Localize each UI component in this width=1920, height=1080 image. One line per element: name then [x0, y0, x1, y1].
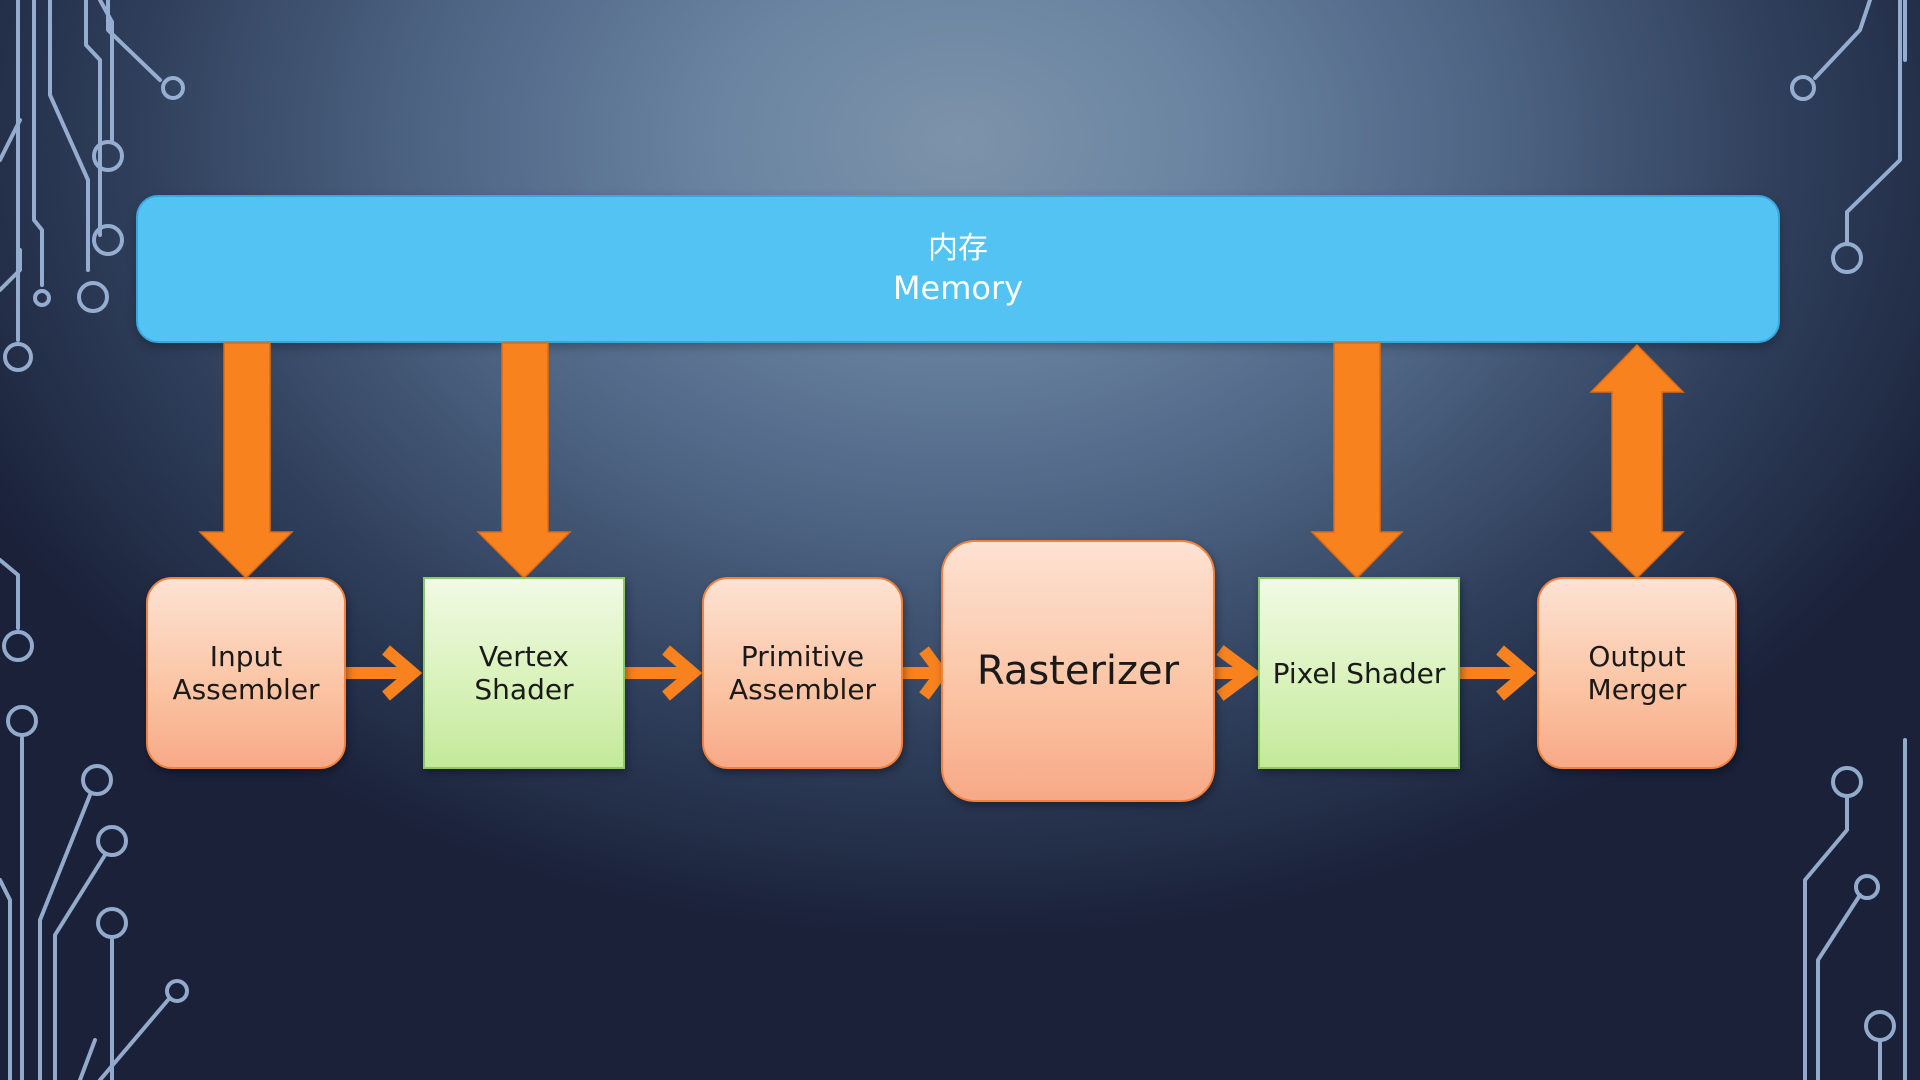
arrow-pixel-to-output	[1460, 645, 1537, 701]
stage-primitive-assembler: Primitive Assembler	[702, 577, 903, 769]
memory-label-cn: 内存	[928, 231, 988, 266]
stage-label: Output Merger	[1587, 640, 1687, 706]
arrow-vertex-to-primitive	[625, 645, 703, 701]
arrow-rasterizer-to-pixel	[1215, 645, 1262, 701]
stage-pixel-shader: Pixel Shader	[1258, 577, 1460, 769]
stage-vertex-shader: Vertex Shader	[423, 577, 625, 769]
stage-label: Input Assembler	[172, 640, 320, 706]
arrow-memory-to-vertex-shader	[476, 342, 572, 580]
stage-label: Pixel Shader	[1272, 656, 1446, 690]
stage-label: Rasterizer	[976, 648, 1180, 694]
stage-output-merger: Output Merger	[1537, 577, 1737, 769]
arrow-input-to-vertex	[345, 645, 423, 701]
memory-label-en: Memory	[892, 269, 1024, 307]
stage-rasterizer: Rasterizer	[941, 540, 1215, 802]
memory-block: 内存 Memory	[136, 195, 1780, 343]
stage-label: Vertex Shader	[474, 640, 574, 706]
stage-label: Primitive Assembler	[728, 640, 877, 706]
arrow-memory-output-merger-bidirectional	[1589, 343, 1685, 580]
arrow-primitive-to-rasterizer	[903, 646, 949, 700]
arrow-memory-to-input-assembler	[198, 342, 294, 580]
stage-input-assembler: Input Assembler	[146, 577, 346, 769]
arrow-memory-to-pixel-shader	[1310, 342, 1404, 580]
